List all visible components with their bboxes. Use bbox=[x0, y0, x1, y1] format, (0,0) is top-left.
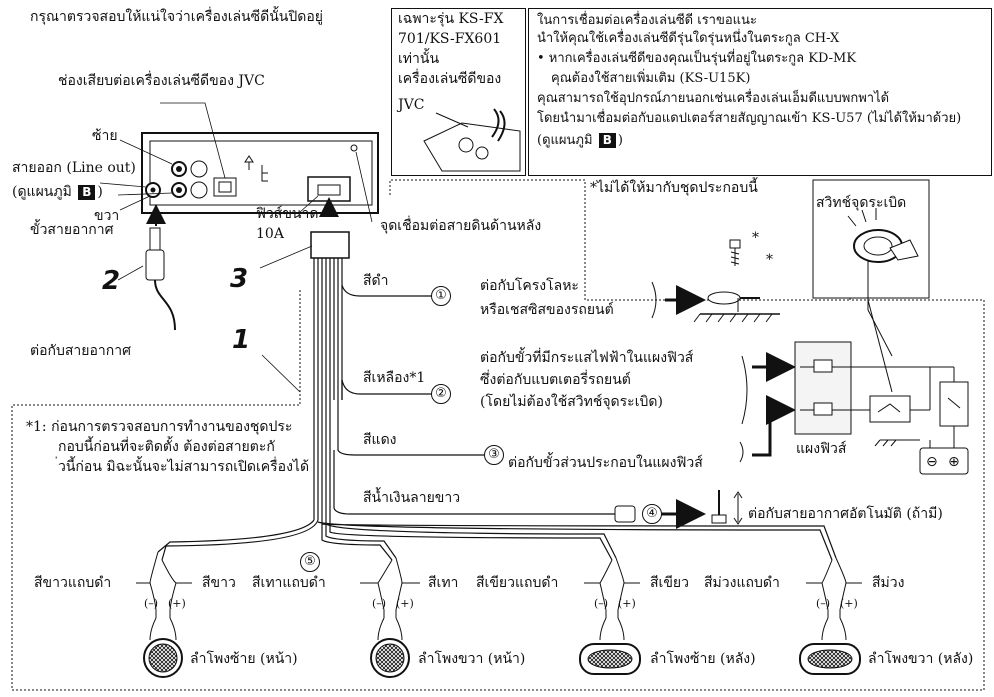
speaker-lf-pos-wire: สีขาว bbox=[202, 575, 236, 591]
wire-black-label: สีดำ bbox=[363, 273, 389, 289]
left-channel-label: ซ้าย bbox=[92, 128, 118, 144]
speaker-lr-neg-wire: สีเขียวแถบดำ bbox=[476, 575, 559, 591]
wire-blue-white-label: สีน้ำเงินลายขาว bbox=[363, 490, 461, 506]
see-diagram-b-info: (ดูแผนภูมิ B) bbox=[537, 133, 623, 148]
speaker-rr-pos-wire: สีม่วง bbox=[872, 575, 905, 591]
see-diagram-b-left: (ดูแผนภูมิ B) bbox=[12, 184, 103, 200]
speaker-rr-neg-wire: สีม่วงแถบดำ bbox=[704, 575, 780, 591]
battery-plus: ⊕ bbox=[948, 454, 960, 470]
wire-red-label: สีแดง bbox=[363, 432, 397, 448]
speaker-left-rear-label: ลำโพงซ้าย (หลัง) bbox=[650, 651, 756, 667]
speaker-left-rear bbox=[579, 557, 641, 675]
polarity-neg-3: (–) bbox=[594, 597, 609, 610]
wire-5-marker: ⑤ bbox=[300, 552, 320, 572]
accessory-text: ต่อกับขั้วส่วนประกอบในแผงฟิวส์ bbox=[508, 455, 703, 471]
model-note-box: เฉพาะรุ่น KS-FX 701/KS-FX601 เท่านั้น เค… bbox=[391, 8, 526, 176]
callout-3: 3 bbox=[230, 264, 249, 294]
line-out-label: สายออก (Line out) bbox=[12, 160, 136, 176]
wire-1-marker: ① bbox=[431, 286, 451, 306]
top-note: กรุณาตรวจสอบให้แน่ใจว่าเครื่องเล่นซีดีนั… bbox=[30, 9, 323, 25]
polarity-pos-4: (+) bbox=[840, 597, 858, 610]
speaker-lf-neg-wire: สีขาวแถบดำ bbox=[34, 575, 112, 591]
asterisk-2: * bbox=[766, 252, 773, 268]
fuse-block bbox=[739, 341, 969, 475]
dotted-boundary-top bbox=[389, 179, 850, 301]
polarity-neg-2: (–) bbox=[372, 597, 387, 610]
speaker-right-front bbox=[360, 557, 420, 678]
jvc-port-label: ช่องเสียบต่อเครื่องเล่นซีดีของ JVC bbox=[58, 73, 265, 89]
battery-minus: ⊖ bbox=[926, 454, 938, 470]
right-channel-label: ขวา bbox=[94, 208, 120, 224]
ignition-switch-label: สวิทช์จุดระเบิด bbox=[816, 195, 907, 211]
auto-antenna-symbol bbox=[614, 490, 743, 529]
polarity-neg-4: (–) bbox=[816, 597, 831, 610]
polarity-pos-2: (+) bbox=[396, 597, 414, 610]
jvc-connector-illustration bbox=[423, 108, 521, 172]
polarity-pos-1: (+) bbox=[168, 597, 186, 610]
speaker-left-front bbox=[136, 551, 192, 678]
speaker-lr-pos-wire: สีเขียว bbox=[650, 575, 689, 591]
head-unit-rear bbox=[141, 132, 379, 214]
callout-1: 1 bbox=[232, 325, 251, 355]
not-supplied-note: *ไม่ได้ให้มากับชุดประกอบนี้ bbox=[590, 180, 758, 196]
wire-yellow-label: สีเหลือง*1 bbox=[363, 370, 426, 386]
battery-text: ต่อกับขั้วที่มีกระแสไฟฟ้าในแผงฟิวส์ ซึ่ง… bbox=[480, 350, 694, 410]
fuse-label: ฟิวส์ขนาด 10A bbox=[256, 206, 319, 242]
ignition-switch bbox=[812, 179, 930, 393]
connect-antenna-label: ต่อกับสายอากาศ bbox=[30, 343, 131, 359]
auto-antenna-text: ต่อกับสายอากาศอัตโนมัติ (ถ้ามี) bbox=[748, 506, 943, 522]
polarity-pos-3: (+) bbox=[618, 597, 636, 610]
chassis-text: ต่อกับโครงโลหะ หรือเชสซิสของรถยนต์ bbox=[480, 278, 614, 318]
wire-2-marker: ② bbox=[431, 384, 451, 404]
callout-2: 2 bbox=[102, 266, 121, 296]
speaker-rf-neg-wire: สีเทาแถบดำ bbox=[252, 575, 326, 591]
antenna-terminal-label: ขั้วสายอากาศ bbox=[30, 222, 114, 238]
speaker-right-front-label: ลำโพงขวา (หน้า) bbox=[418, 651, 526, 667]
polarity-neg-1: (–) bbox=[144, 597, 159, 610]
antenna-plug bbox=[145, 227, 176, 331]
chassis-ground-symbol bbox=[651, 239, 780, 323]
footnote: *1: ก่อนการตรวจสอบการทำงานของชุดประ กอบน… bbox=[26, 419, 310, 475]
fuse-block-label: แผงฟิวส์ bbox=[796, 441, 847, 457]
ground-point-label: จุดเชื่อมต่อสายดินด้านหลัง bbox=[380, 218, 542, 234]
wire-3-marker: ③ bbox=[484, 445, 504, 465]
speaker-rf-pos-wire: สีเทา bbox=[428, 575, 459, 591]
speaker-right-rear bbox=[799, 557, 862, 675]
dotted-boundary bbox=[11, 232, 985, 691]
cd-changer-info-box: ในการเชื่อมต่อเครื่องเล่นซีดี เราขอแนะ น… bbox=[528, 8, 992, 176]
speaker-left-front-label: ลำโพงซ้าย (หน้า) bbox=[190, 651, 298, 667]
asterisk-1: * bbox=[752, 230, 759, 246]
wire-4-marker: ④ bbox=[642, 504, 662, 524]
speaker-right-rear-label: ลำโพงขวา (หลัง) bbox=[868, 651, 974, 667]
wiring-harness bbox=[157, 231, 837, 561]
